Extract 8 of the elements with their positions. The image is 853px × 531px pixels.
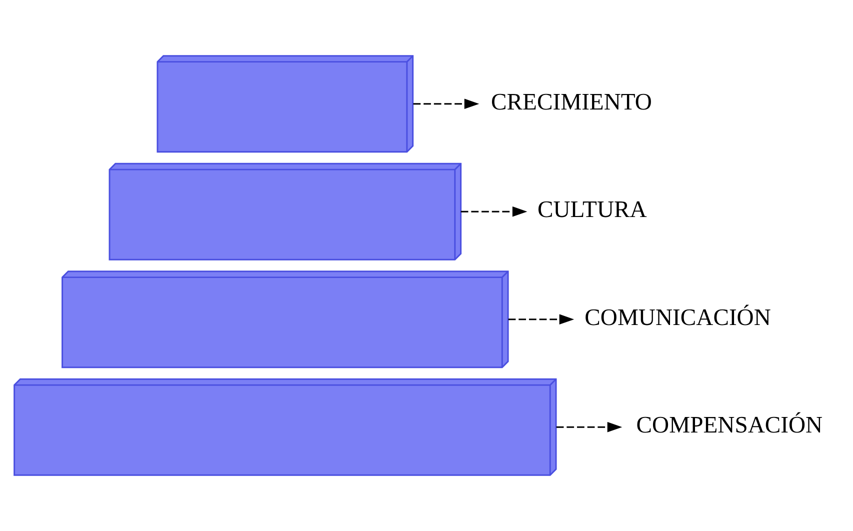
node-text: CRECIMIENTO	[491, 89, 652, 116]
arrow	[413, 98, 480, 110]
arrow	[556, 422, 622, 432]
arrow	[508, 314, 574, 325]
node-text: COMUNICACIÓN	[584, 304, 771, 331]
node-text: CULTURA	[538, 197, 647, 224]
arrow	[460, 206, 528, 217]
node-text: COMPENSACIÓN	[636, 412, 823, 439]
